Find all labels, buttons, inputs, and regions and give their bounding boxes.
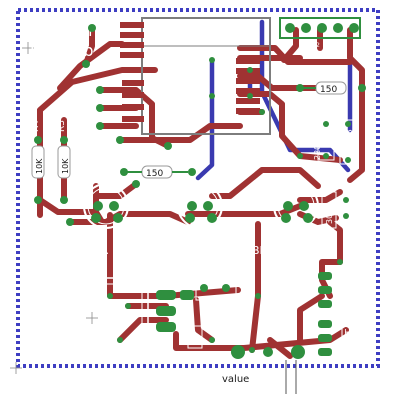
header-connector: 1 2 3 4 bbox=[279, 17, 361, 49]
capacitor-c2: C2 10µ bbox=[195, 264, 237, 313]
header-pin-3: 3 bbox=[328, 42, 332, 49]
batt-label: BATT bbox=[344, 328, 355, 354]
capacitor-c1: 220µ bbox=[313, 119, 335, 161]
name-label: name bbox=[224, 314, 252, 325]
battery-holder bbox=[27, 277, 149, 359]
air-label: AIR bbox=[90, 244, 109, 257]
resistor-r1: R1 150 bbox=[296, 68, 366, 95]
bluetooth-label: BLUETOOTH bbox=[252, 244, 319, 257]
sensor-bluetooth: BLUETOOTH bbox=[252, 183, 319, 257]
brand-line2: PMCLab bbox=[30, 41, 94, 60]
value-label: value bbox=[222, 374, 249, 385]
top-copper-traces bbox=[37, 25, 365, 359]
batt-connector: BATT bbox=[318, 317, 365, 359]
regulator-pads bbox=[156, 290, 194, 332]
push-button-footprint bbox=[187, 325, 305, 394]
sensor-humidex: HUMIDEX bbox=[162, 183, 223, 257]
vias bbox=[66, 24, 343, 353]
c2-value: 10µ bbox=[200, 303, 217, 313]
fan-connector: FAN bbox=[318, 269, 365, 308]
c3-label: C3 bbox=[345, 129, 354, 140]
keepout-label-line1: No Copper bbox=[185, 25, 228, 34]
c4-value: 300n bbox=[325, 204, 334, 224]
module-pads-left bbox=[120, 22, 144, 122]
r5-label: R5 bbox=[144, 152, 157, 163]
board-outline bbox=[16, 8, 380, 368]
r3-label: R3 bbox=[57, 120, 67, 132]
capacitor-c3: C3 bbox=[339, 119, 357, 165]
c2-label: C2 bbox=[200, 264, 213, 275]
antenna-keepout-module: No Copper ANT AREA bbox=[141, 17, 271, 135]
r1-value: 150 bbox=[320, 85, 337, 95]
header-pin-2: 2 bbox=[316, 42, 320, 49]
header-pin-4: 4 bbox=[342, 42, 346, 49]
r3-value: 10K bbox=[61, 158, 70, 174]
r5-value: 150 bbox=[146, 169, 163, 179]
r1-label: R1 bbox=[332, 68, 345, 79]
resistor-r5: R5 150 bbox=[120, 152, 196, 179]
brand-line1: OpenAir bbox=[30, 21, 95, 40]
fan-label: FAN bbox=[344, 283, 355, 302]
r4-label: R4 bbox=[31, 120, 41, 132]
resistor-r3: R3 10K bbox=[57, 120, 71, 204]
resistor-r4: R4 10K bbox=[31, 120, 45, 204]
keepout-label-line2: ANT AREA bbox=[186, 35, 227, 44]
sensor-air: AIR bbox=[83, 183, 129, 257]
r2-label: R2 bbox=[332, 100, 345, 111]
c4-label: C4 bbox=[359, 200, 369, 212]
humidex-label: HUMIDEX bbox=[162, 244, 214, 257]
c1-value: 220µ bbox=[313, 140, 322, 160]
header-pin-1: 1 bbox=[304, 42, 308, 49]
r4-value: 10K bbox=[35, 158, 44, 174]
capacitor-c4: 300n C4 bbox=[321, 191, 369, 229]
crosshair-marks bbox=[10, 42, 98, 374]
